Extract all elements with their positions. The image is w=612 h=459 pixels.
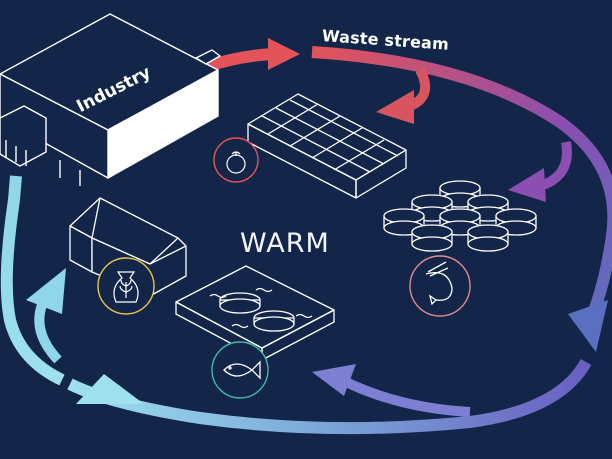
arrow-bottom-loop bbox=[67, 358, 592, 435]
arrow-to-tanks bbox=[538, 141, 572, 191]
fish-badge bbox=[211, 341, 269, 399]
fruit-icon bbox=[226, 151, 246, 174]
arrowhead-greenhouse bbox=[376, 90, 414, 124]
industry-building bbox=[0, 13, 221, 186]
arrow-left-loop bbox=[0, 175, 65, 386]
arrowhead-red bbox=[268, 38, 300, 70]
grain-badge bbox=[97, 257, 155, 315]
grain-sack-icon bbox=[113, 271, 139, 303]
tank bbox=[467, 224, 509, 252]
fruit-badge bbox=[213, 137, 259, 183]
fish-icon bbox=[223, 360, 261, 380]
arrow-industry-to-stream bbox=[206, 48, 273, 72]
tank bbox=[411, 224, 453, 252]
arrow-to-fishpond bbox=[343, 377, 471, 417]
arrowhead-fishpond bbox=[312, 364, 356, 396]
shrimp-badge bbox=[409, 255, 471, 317]
arrowhead-right-edge bbox=[568, 300, 608, 352]
arrowhead-barn bbox=[26, 268, 66, 314]
arrowhead-tanks bbox=[508, 168, 546, 202]
warm-logo: WARM bbox=[240, 228, 330, 259]
arrowhead-bottom-left bbox=[76, 374, 144, 404]
aquaculture-tanks bbox=[383, 180, 537, 252]
shrimp-icon bbox=[425, 261, 453, 306]
greenhouse bbox=[247, 93, 407, 199]
arrow-outer-loop-right bbox=[311, 46, 612, 329]
flow-arrows bbox=[0, 38, 612, 435]
